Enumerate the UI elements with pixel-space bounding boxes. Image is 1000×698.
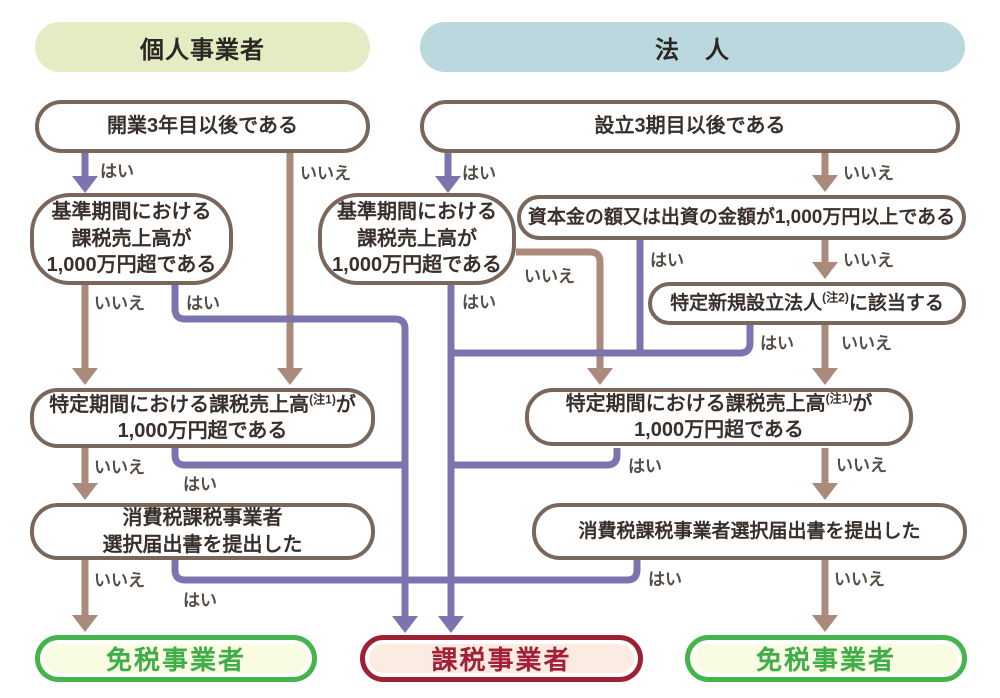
yes-arrowhead-establishment [435, 176, 461, 193]
yes-connectors [72, 153, 754, 633]
no-arrowhead-specified-corporate [812, 483, 838, 500]
label-yes-base-individual: はい [186, 294, 220, 313]
question-footnote-ref: (注1) [825, 390, 853, 405]
label-yes-opening: はい [100, 162, 134, 181]
label-no-base-corporate: いいえ [524, 267, 575, 286]
label-no-filed-individual: いいえ [94, 571, 145, 590]
label-yes-filed-individual: はい [183, 591, 217, 610]
label-yes-specified-corporate: はい [628, 457, 662, 476]
label-yes-specified-individual: はい [183, 475, 217, 494]
question-text-line: 特定期間における課税売上高(注1)が [49, 392, 356, 418]
no-arrowhead-specified-individual [72, 483, 98, 500]
label-yes-filed-corporate: はい [648, 570, 682, 589]
question-text-pre: 特定期間における課税売上高 [49, 393, 310, 416]
no-arrowhead-base-individual [72, 368, 98, 385]
question-text-post: に該当する [848, 292, 944, 314]
yes-line-specified-individual [171, 448, 405, 469]
label-no-base-individual: いいえ [94, 294, 145, 313]
question-box-filed-individual: 消費税課税事業者 選択届出書を提出した [30, 503, 375, 560]
question-text-line: 1,000万円超である [117, 420, 288, 442]
question-box-capital: 資本金の額又は出資の金額が1,000万円以上である [517, 195, 966, 240]
question-text-line: 基準期間における [337, 201, 497, 224]
label-no-opening: いいえ [300, 164, 351, 183]
no-arrowhead-base-corporate [587, 368, 613, 385]
question-text-line: 課税売上高が [357, 227, 477, 250]
header-individual: 個人事業者 [35, 22, 370, 72]
no-arrowhead-capital [812, 262, 838, 279]
result-taxable: 課税事業者 [360, 635, 643, 682]
no-arrowhead-new-corporation [812, 368, 838, 385]
question-text-line: 消費税課税事業者 [122, 507, 283, 530]
question-text-pre: 特定新規設立法人 [670, 292, 823, 314]
header-corporation: 法 人 [420, 22, 965, 72]
yes-arrowhead-taxable-right [438, 616, 464, 633]
label-yes-new-corporation: はい [760, 334, 794, 353]
no-line-base-corporate [516, 248, 604, 370]
label-no-new-corporation: いいえ [841, 334, 892, 353]
question-box-filed-corporate: 消費税課税事業者選択届出書を提出した [532, 503, 967, 560]
question-box-specified-period-corporate: 特定期間における課税売上高(注1)が 1,000万円超である [525, 388, 913, 446]
question-text: 消費税課税事業者選択届出書を提出した [578, 520, 921, 542]
yes-line-filed [171, 560, 641, 584]
label-no-specified-corporate: いいえ [836, 456, 887, 475]
question-text-post: が [335, 393, 356, 416]
question-text-post: が [852, 392, 873, 415]
question-text-pre: 特定期間における課税売上高 [565, 392, 826, 415]
question-box-base-period-corporate: 基準期間における 課税売上高が 1,000万円超である [318, 193, 516, 285]
question-text: 開業3年目以後である [107, 115, 298, 138]
label-no-capital: いいえ [843, 251, 894, 270]
yes-arrowhead-opening [72, 176, 98, 193]
question-box-specified-period-individual: 特定期間における課税売上高(注1)が 1,000万円超である [30, 388, 375, 448]
yes-arrowhead-taxable-left [392, 616, 418, 633]
question-text-line: 基準期間における [51, 201, 212, 224]
question-text: 資本金の額又は出資の金額が1,000万円以上である [527, 206, 956, 228]
yes-line-specified-corporate [451, 448, 621, 469]
label-no-establishment: いいえ [843, 164, 894, 183]
label-yes-base-corporate: はい [462, 293, 496, 312]
no-arrowhead-opening [277, 368, 303, 385]
result-exempt-individual: 免税事業者 [35, 635, 317, 682]
label-yes-establishment: はい [462, 164, 496, 183]
no-connectors [72, 153, 838, 632]
question-footnote-ref: (注1) [309, 391, 336, 406]
label-no-specified-individual: いいえ [94, 458, 145, 477]
question-text: 設立3期目以後である [594, 115, 786, 138]
question-box-establishment: 設立3期目以後である [420, 100, 960, 153]
question-footnote-ref: (注2) [822, 290, 849, 305]
no-arrowhead-filed-individual [72, 615, 98, 632]
question-text: 特定新規設立法人(注2)に該当する [670, 291, 944, 316]
no-arrowhead-filed-corporate [812, 615, 838, 632]
yes-line-new-corporation [451, 325, 754, 357]
label-no-filed-corporate: いいえ [834, 570, 885, 589]
question-text-line: 1,000万円超である [46, 254, 217, 277]
question-box-new-corporation: 特定新規設立法人(注2)に該当する [648, 282, 966, 325]
result-exempt-corporate: 免税事業者 [685, 635, 967, 682]
question-box-base-period-individual: 基準期間における 課税売上高が 1,000万円超である [30, 193, 233, 285]
question-box-opening: 開業3年目以後である [35, 100, 370, 153]
label-yes-capital: はい [650, 251, 684, 270]
question-text-line: 1,000万円超である [634, 419, 804, 441]
no-arrowhead-establishment [812, 175, 838, 192]
question-text-line: 課税売上高が [71, 227, 192, 250]
yes-line-base-individual [171, 285, 409, 618]
question-text-line: 選択届出書を提出した [102, 533, 303, 556]
question-text-line: 特定期間における課税売上高(注1)が [566, 391, 873, 417]
question-text-line: 1,000万円超である [332, 254, 502, 277]
